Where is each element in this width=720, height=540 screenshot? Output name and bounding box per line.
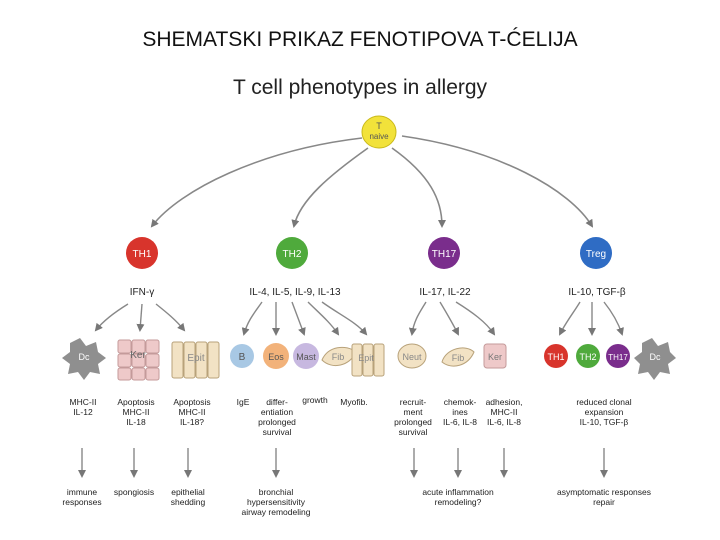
fib-label-th2: Fib — [332, 352, 345, 362]
effect-myofib: Myofib. — [340, 397, 368, 407]
treg-target-th1: TH1 — [544, 344, 568, 368]
th17-cytokines: IL-17, IL-22 — [419, 287, 471, 298]
naive-t-cell: T naive — [361, 115, 397, 149]
th17-label: TH17 — [432, 249, 457, 260]
neutrophil-cell: Neut — [397, 343, 427, 369]
th2-cell: TH2 — [276, 237, 308, 269]
mast-cell: Mast — [293, 343, 319, 369]
th2-cytokines: IL-4, IL-5, IL-9, IL-13 — [249, 287, 341, 298]
th1-label: TH1 — [133, 249, 152, 260]
th1-cytokines: IFN-γ — [129, 287, 155, 298]
naive-label-naive: naive — [369, 132, 389, 141]
arrow-naive-th17 — [391, 147, 446, 228]
naive-to-subset-arrows — [150, 135, 594, 228]
slide-title: SHEMATSKI PRIKAZ FENOTIPOVA T-ĆELIJA — [142, 28, 578, 51]
mast-label: Mast — [296, 352, 316, 362]
fibroblast-th17: Fib — [441, 347, 475, 367]
ker-label-th17: Ker — [488, 352, 502, 362]
b-cell: B — [230, 344, 254, 368]
fibroblast-th2: Fib — [321, 346, 357, 367]
keratinocyte-cluster: Ker — [117, 339, 160, 381]
treg-target-th2-label: TH2 — [579, 352, 596, 362]
outcome-spongiosis: spongiosis — [113, 487, 155, 497]
eos-label: Eos — [268, 352, 284, 362]
arrow-naive-th2 — [291, 147, 369, 228]
th1-cell: TH1 — [126, 237, 158, 269]
dc-label: Dc — [79, 352, 90, 362]
naive-label-t: T — [376, 121, 382, 131]
cytokine-arrows — [94, 301, 624, 336]
th17-cell: TH17 — [428, 237, 460, 269]
eosinophil-cell: Eos — [263, 343, 289, 369]
treg-target-th1-label: TH1 — [547, 352, 564, 362]
epit-label-th2: Epit — [358, 353, 374, 363]
treg-target-th2: TH2 — [576, 344, 600, 368]
treg-target-th17-label: TH17 — [608, 353, 628, 362]
dc-label-treg: Dc — [650, 352, 661, 362]
effect-growth: growth — [302, 395, 328, 405]
ker-label: Ker — [130, 350, 146, 361]
dc-cell-treg: Dc — [634, 338, 676, 380]
dc-cell-th1: Dc — [62, 338, 106, 380]
neut-label: Neut — [402, 352, 422, 362]
epithelial-cells-th2: Epit — [351, 343, 385, 377]
treg-cytokines: IL-10, TGF-β — [568, 287, 626, 298]
th2-label: TH2 — [283, 249, 302, 260]
treg-label: Treg — [586, 249, 606, 260]
epit-label-th1: Epit — [187, 353, 204, 364]
treg-target-th17: TH17 — [606, 344, 630, 368]
epithelial-cells-th1: Epit — [171, 341, 220, 379]
b-label: B — [239, 352, 246, 363]
keratinocyte-th17: Ker — [483, 343, 507, 369]
arrow-naive-treg — [401, 135, 594, 228]
treg-cell: Treg — [580, 237, 612, 269]
outcome-arrows — [78, 448, 608, 478]
effect-ige: IgE — [236, 397, 250, 407]
arrow-naive-th1 — [150, 137, 363, 228]
diagram-title: T cell phenotypes in allergy — [232, 76, 488, 99]
fib-label-th17: Fib — [452, 353, 465, 363]
